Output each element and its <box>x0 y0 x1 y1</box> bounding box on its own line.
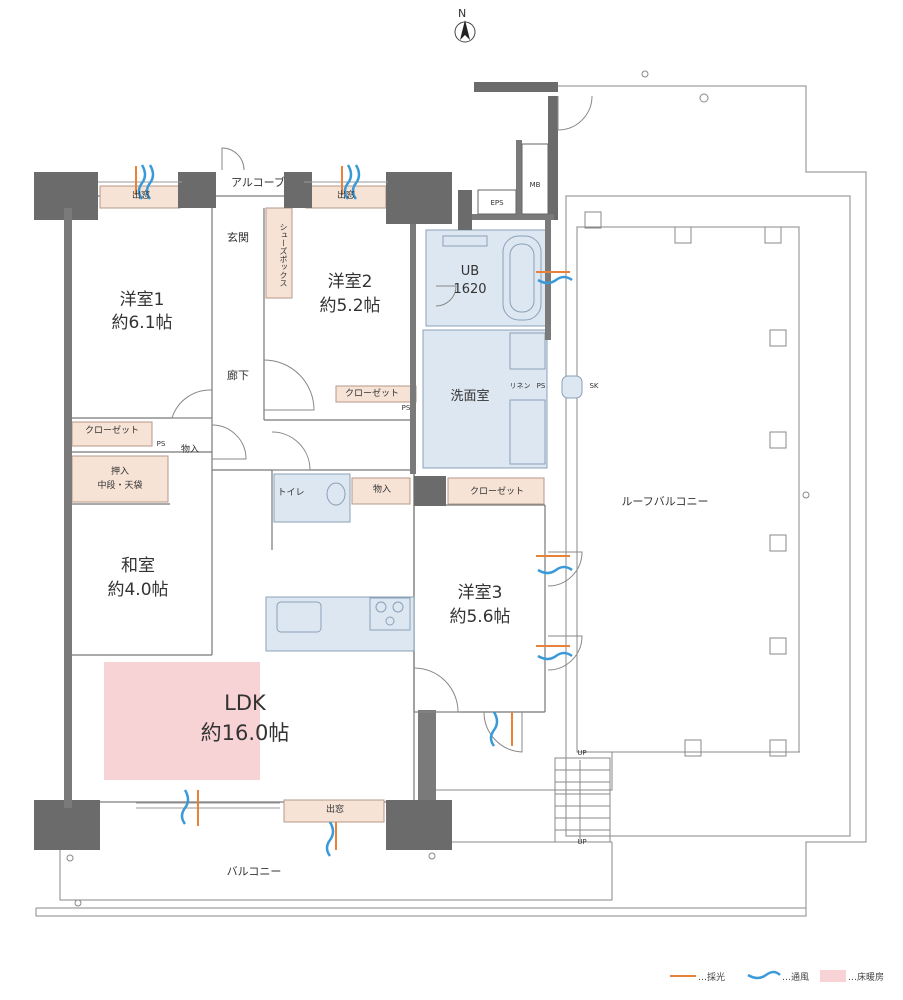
bay-window-label-2: 出窓 <box>336 191 355 201</box>
closet-label-w1: クローゼット <box>84 426 139 436</box>
oshiire-sub-label: 中段・天袋 <box>97 481 143 491</box>
storage-label-1: 物入 <box>180 445 199 455</box>
washroom-label: 洗面室 <box>450 389 490 404</box>
outdoor-outlines <box>35 70 867 917</box>
doors <box>171 95 593 753</box>
sk-label: SK <box>589 382 599 390</box>
room-western3-name: 洋室3 <box>457 583 503 603</box>
compass-icon <box>454 20 476 43</box>
room-ub-size: 1620 <box>453 282 487 297</box>
legend-light-text: …採光 <box>698 972 726 983</box>
bay-window-label-1: 出窓 <box>131 191 150 201</box>
legend-wind: …通風 <box>782 968 809 984</box>
balcony-label: バルコニー <box>226 865 282 878</box>
legend-swatches <box>670 970 846 982</box>
up-label-1: UP <box>577 749 587 757</box>
oshiire-label: 押入 <box>110 467 129 477</box>
compass-label: N <box>458 7 467 20</box>
floor-heating-area <box>104 662 260 780</box>
alcove-label: アルコーブ <box>230 176 285 189</box>
room-western3-size: 約5.6帖 <box>449 607 511 627</box>
legend-floor-heating: …床暖房 <box>848 968 884 984</box>
room-western1-name: 洋室1 <box>119 290 165 310</box>
room-western2-name: 洋室2 <box>327 272 373 292</box>
room-ub-name: UB <box>460 264 480 279</box>
toilet-label: トイレ <box>277 488 305 498</box>
closet-label-w3: クローゼット <box>469 487 524 497</box>
room-japanese-size: 約4.0帖 <box>107 580 169 600</box>
legend-light: …採光 <box>698 968 725 984</box>
windows <box>98 181 388 809</box>
thick-walls <box>64 140 554 808</box>
ps-label-1: PS <box>156 440 166 448</box>
light-arrows <box>135 166 570 850</box>
room-japanese-name: 和室 <box>121 556 155 576</box>
mb-label: MB <box>529 181 541 189</box>
shoe-box-label: シューズボックス <box>279 223 288 287</box>
up-label-2: UP <box>577 838 587 846</box>
entrance-label: 玄関 <box>227 231 249 244</box>
closet-label-w2: クローゼット <box>344 389 399 399</box>
room-ldk-name: LDK <box>224 691 266 715</box>
ps-label-2: PS <box>401 404 411 412</box>
legend-wind-text: …通風 <box>782 972 810 983</box>
eps-label: EPS <box>490 199 504 207</box>
storage-label-2: 物入 <box>372 485 391 495</box>
hallway-label: 廊下 <box>227 369 249 382</box>
legend-floor-heating-text: …床暖房 <box>848 972 885 983</box>
wet-areas <box>265 229 548 652</box>
room-western2-size: 約5.2帖 <box>319 296 381 316</box>
roof-balcony-label: ルーフバルコニー <box>621 495 709 508</box>
eps-mb-boxes <box>477 143 549 215</box>
wind-arrows <box>137 164 573 857</box>
room-western1-size: 約6.1帖 <box>111 313 173 333</box>
linen-label: リネン <box>509 382 531 390</box>
bay-window-label-3: 出窓 <box>325 805 344 815</box>
ps-label-3: PS <box>536 382 546 390</box>
sk-sink-icon <box>561 375 583 399</box>
room-ldk-size: 約16.0帖 <box>200 721 290 745</box>
columns <box>34 82 558 850</box>
